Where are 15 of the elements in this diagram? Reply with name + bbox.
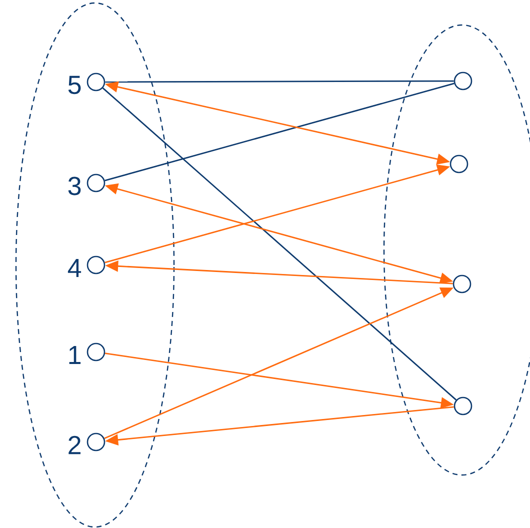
vertex-label: 4	[68, 259, 82, 277]
vertex-label: 2	[68, 436, 80, 454]
vertex-label: 1	[69, 346, 81, 364]
vertex-label: 3	[68, 176, 81, 196]
group-ellipse	[15, 2, 175, 528]
vertex-circle	[86, 256, 106, 274]
vertex-circle	[86, 72, 106, 92]
vertex-label: 5	[68, 76, 81, 94]
vertex-circle	[454, 72, 472, 90]
vertex-circle	[450, 154, 468, 174]
vertex-circle	[86, 432, 106, 452]
vertex-circle	[86, 342, 106, 362]
vertex-circle	[86, 174, 106, 192]
vertex-circle	[454, 396, 472, 416]
vertex-circle	[452, 274, 472, 294]
